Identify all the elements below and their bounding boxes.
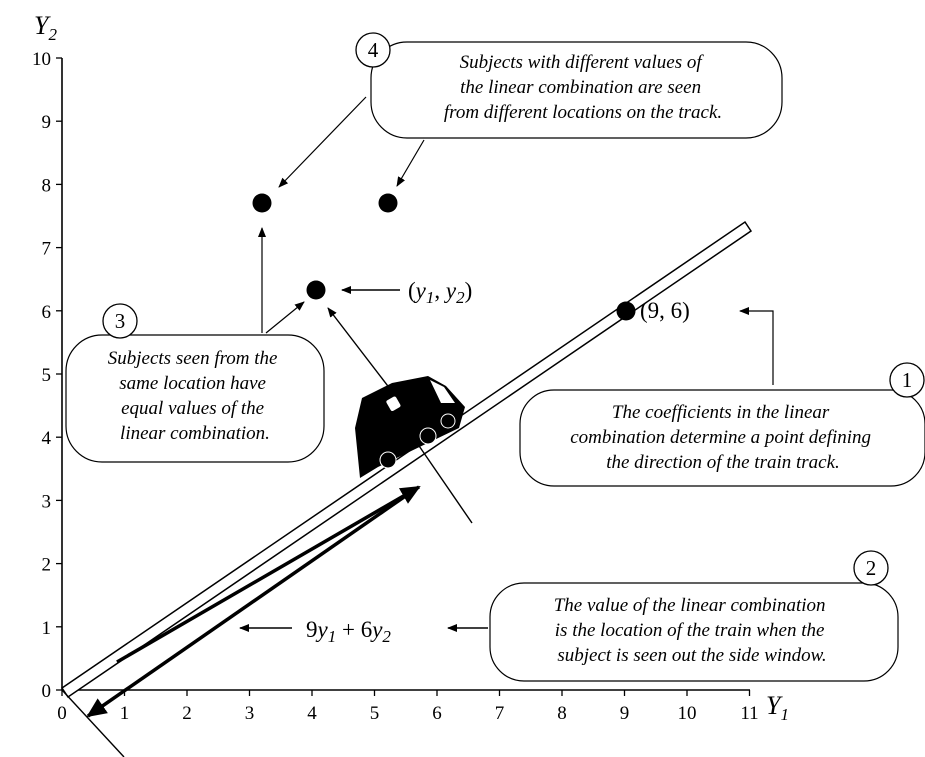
coefficient-point (617, 302, 636, 321)
x-tick-label: 4 (307, 703, 317, 724)
point-label: (y1, y2) (408, 278, 472, 307)
callout-3-arrow-point (266, 302, 304, 333)
x-tick-label: 6 (432, 703, 442, 724)
x-tick-label: 7 (495, 703, 505, 724)
callout-4-arrow-left (279, 97, 366, 187)
callout-2-text: The value of the linear combination is t… (554, 595, 831, 666)
callout-4-arrow-right (397, 140, 424, 186)
y-tick-label: 7 (42, 239, 52, 260)
y-axis-ticks: 0 1 2 3 4 5 6 7 8 9 10 (32, 49, 62, 702)
x-axis-ticks: 0 1 2 3 4 5 6 7 8 9 10 11 (57, 690, 758, 724)
subject-point-upper-left (253, 194, 272, 213)
callout-4-number: 4 (368, 38, 379, 62)
x-tick-label: 9 (620, 703, 630, 724)
combination-label: 9y1 + 6y2 (306, 617, 391, 646)
callout-1-text: The coefficients in the linear combinati… (570, 402, 876, 473)
combination-value-arrow-back (88, 488, 417, 716)
y-tick-label: 9 (42, 112, 52, 133)
coefficient-point-label: (9, 6) (640, 298, 690, 323)
x-axis-title: Y1 (766, 691, 789, 724)
x-tick-label: 11 (740, 703, 758, 724)
y-tick-label: 8 (42, 175, 52, 196)
y-tick-label: 2 (42, 555, 52, 576)
sight-arrow (328, 308, 394, 394)
x-tick-label: 1 (120, 703, 130, 724)
subject-point-y1y2 (307, 281, 326, 300)
subject-point-upper-right (379, 194, 398, 213)
x-tick-label: 0 (57, 703, 67, 724)
y-axis-title: Y2 (34, 11, 57, 44)
callout-1-number: 1 (902, 368, 913, 392)
y-tick-label: 5 (42, 365, 52, 386)
x-tick-label: 2 (182, 703, 192, 724)
callout-2-number: 2 (866, 556, 877, 580)
callout-3-number: 3 (115, 309, 126, 333)
y-tick-label: 3 (42, 491, 52, 512)
x-tick-label: 3 (245, 703, 255, 724)
projection-line-lower (62, 690, 124, 757)
x-tick-label: 10 (678, 703, 697, 724)
callout-1-leader (740, 311, 773, 385)
y-tick-label: 4 (42, 428, 52, 449)
y-tick-label: 1 (42, 618, 52, 639)
x-tick-label: 5 (370, 703, 380, 724)
callout-4-text: Subjects with different values of the li… (444, 52, 722, 123)
y-tick-label: 6 (42, 302, 52, 323)
x-tick-label: 8 (557, 703, 567, 724)
projection-line (415, 440, 472, 523)
y-tick-label: 0 (42, 681, 52, 702)
y-tick-label: 10 (32, 49, 51, 70)
